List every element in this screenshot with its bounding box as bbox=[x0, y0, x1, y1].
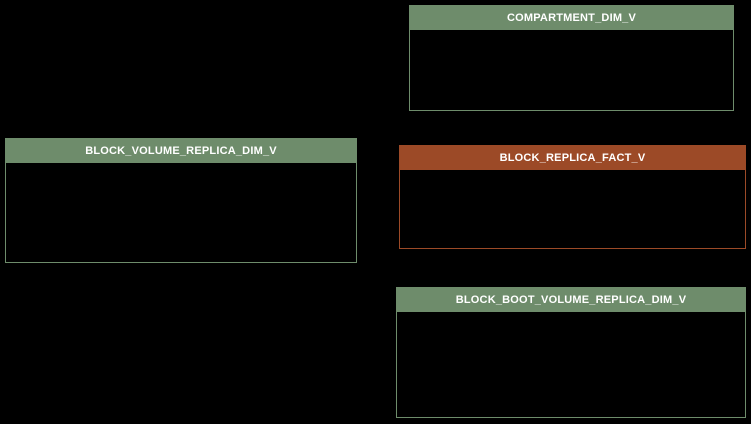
entity-block-boot-volume-replica-dim-v[interactable]: BLOCK_BOOT_VOLUME_REPLICA_DIM_V bbox=[396, 287, 746, 418]
entity-title-compartment-dim-v: COMPARTMENT_DIM_V bbox=[506, 11, 637, 24]
entity-compartment-dim-v[interactable]: COMPARTMENT_DIM_V bbox=[409, 5, 734, 111]
entity-title-block-replica-fact-v: BLOCK_REPLICA_FACT_V bbox=[499, 151, 646, 164]
entity-body-block-replica-fact-v[interactable] bbox=[400, 170, 745, 248]
entity-body-block-boot-volume-replica-dim-v[interactable] bbox=[397, 312, 745, 417]
entity-body-compartment-dim-v[interactable] bbox=[410, 30, 733, 110]
entity-title-block-boot-volume-replica-dim-v: BLOCK_BOOT_VOLUME_REPLICA_DIM_V bbox=[455, 293, 687, 306]
entity-header-block-replica-fact-v[interactable]: BLOCK_REPLICA_FACT_V bbox=[400, 146, 745, 170]
entity-block-replica-fact-v[interactable]: BLOCK_REPLICA_FACT_V bbox=[399, 145, 746, 249]
entity-header-block-volume-replica-dim-v[interactable]: BLOCK_VOLUME_REPLICA_DIM_V bbox=[6, 139, 356, 163]
entity-title-block-volume-replica-dim-v: BLOCK_VOLUME_REPLICA_DIM_V bbox=[85, 144, 277, 157]
entity-header-compartment-dim-v[interactable]: COMPARTMENT_DIM_V bbox=[410, 6, 733, 30]
entity-body-block-volume-replica-dim-v[interactable] bbox=[6, 163, 356, 262]
entity-block-volume-replica-dim-v[interactable]: BLOCK_VOLUME_REPLICA_DIM_V bbox=[5, 138, 357, 263]
entity-header-block-boot-volume-replica-dim-v[interactable]: BLOCK_BOOT_VOLUME_REPLICA_DIM_V bbox=[397, 288, 745, 312]
